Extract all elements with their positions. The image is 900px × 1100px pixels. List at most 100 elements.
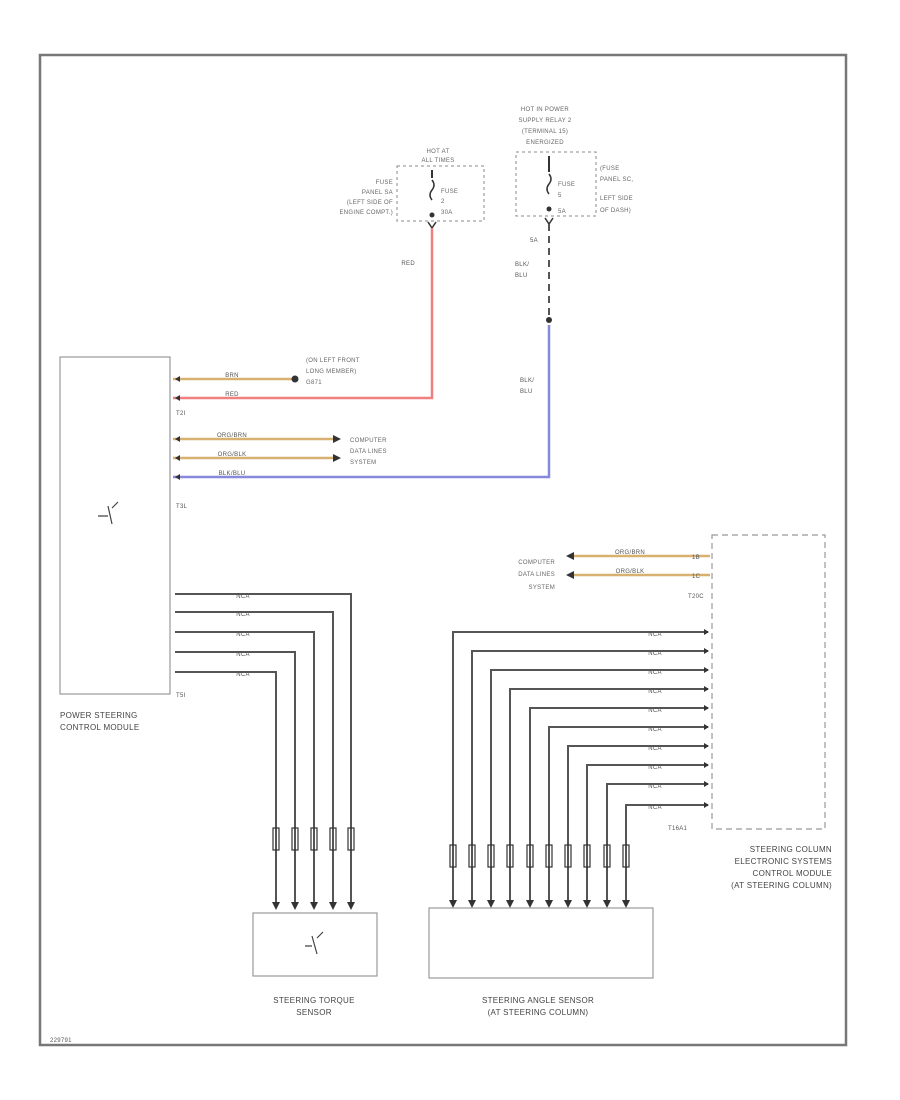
blk-blu-upper-1: 5A (530, 238, 538, 244)
scm-label-1: STEERING COLUMN (750, 845, 832, 854)
torque-sensor-label-1: STEERING TORQUE (273, 996, 355, 1005)
scm-pin-1b: 1B (692, 555, 700, 561)
pscm-label-1: POWER STEERING (60, 711, 138, 720)
fuse-5-label: FUSE (558, 182, 575, 188)
fuse-sc-desc-1: (FUSE (600, 166, 620, 172)
hot-at-label-2: ALL TIMES (421, 158, 454, 164)
blk-blu-upper-3: BLU (515, 273, 528, 279)
scm-wire-6-label: NCA (648, 727, 662, 733)
pscm-data-label-1: COMPUTER (350, 438, 387, 444)
scm-wire-org-brn-label: ORG/BRN (615, 550, 645, 556)
fuse-5-icon (546, 173, 552, 195)
fuse-sc-desc-4: OF DASH) (600, 208, 631, 214)
angle-wire-labels: NCA NCA NCA NCA NCA NCA NCA NCA NCA NCA (648, 632, 662, 811)
angle-arrowheads (449, 900, 630, 908)
fuse-5-amp: 5A (558, 209, 566, 215)
pscm-pin-markers (175, 376, 180, 480)
ground-label-3: G871 (306, 380, 322, 386)
scm-wire-4-label: NCA (648, 689, 662, 695)
pscm-label-2: CONTROL MODULE (60, 723, 139, 732)
wire-org-blk-label: ORG/BLK (218, 452, 247, 458)
scm-pin-1c: 1C (692, 574, 701, 580)
conn-t2i: T2I (176, 411, 186, 417)
wire-brn-label: BRN (225, 373, 239, 379)
angle-sensor-label-1: STEERING ANGLE SENSOR (482, 996, 594, 1005)
splice-point (546, 317, 552, 323)
diagram-id: 229791 (50, 1038, 72, 1044)
fuse-sa-desc-1: FUSE (376, 180, 393, 186)
hot-in-fuse-group: HOT IN POWER SUPPLY RELAY 2 (TERMINAL 15… (515, 107, 633, 226)
scm-wire-3-label: NCA (648, 670, 662, 676)
blk-blu-lower-2: BLU (520, 389, 533, 395)
red-wire-label: RED (401, 261, 415, 267)
pscm-data-label-3: SYSTEM (350, 460, 376, 466)
torque-arrowheads (272, 902, 355, 910)
angle-sensor-label-2: (AT STEERING COLUMN) (488, 1008, 589, 1017)
ground-label-2: LONG MEMBER) (306, 369, 357, 375)
fuse-2-number: 2 (441, 199, 445, 205)
steering-column-electronic-systems-control-module (711, 534, 826, 830)
pscm-data-label-2: DATA LINES (350, 449, 387, 455)
torque-sensor-label-2: SENSOR (296, 1008, 332, 1017)
blk-blu-wire-lower (173, 325, 551, 479)
scm-label-3: CONTROL MODULE (753, 869, 832, 878)
hot-at-fuse-group: HOT AT ALL TIMES FUSE PANEL SA (LEFT SID… (339, 149, 485, 230)
scm-data-label-1: COMPUTER (518, 560, 555, 566)
angle-sensor-harness (452, 631, 708, 903)
hot-in-label-3: (TERMINAL 15) (522, 129, 568, 135)
torque-sensor-symbol-icon (305, 931, 324, 955)
conn-t20c: T20C (688, 594, 704, 600)
fuse-sa-desc-4: ENGINE COMPT.) (339, 210, 393, 216)
torque-connector-markers (272, 827, 355, 851)
scm-label-4: (AT STEERING COLUMN) (731, 881, 832, 890)
scm-wire-1-label: NCA (648, 632, 662, 638)
pscm-symbol-icon (98, 501, 119, 525)
scm-wire-org-blk-label: ORG/BLK (616, 569, 645, 575)
fuse-sc-desc-3: LEFT SIDE (600, 196, 633, 202)
hot-in-label-4: ENERGIZED (526, 140, 564, 146)
fuse-2-icon (429, 179, 435, 201)
wire-org-brn-label: ORG/BRN (217, 433, 247, 439)
scm-pin-markers (704, 629, 709, 808)
torque-sensor-harness (175, 593, 352, 905)
conn-t3l: T3L (176, 504, 188, 510)
fuse-sc-desc-2: PANEL SC, (600, 177, 633, 183)
scm-wire-5-label: NCA (648, 708, 662, 714)
blk-blu-upper-2: BLK/ (515, 262, 529, 268)
fuse-panel-sc-box (515, 151, 597, 217)
angle-connector-markers (449, 844, 630, 868)
conn-t5i: T5I (176, 693, 186, 699)
t5-wire-1-label: NCA (236, 594, 250, 600)
fuse-panel-sa-box (396, 165, 485, 222)
fuse-sa-desc-3: (LEFT SIDE OF (347, 200, 393, 206)
scm-wire-8-label: NCA (648, 765, 662, 771)
wire-red-label-t2: RED (225, 392, 239, 398)
torque-wire-labels: NCA NCA NCA NCA NCA (236, 594, 250, 678)
fuse-2-label: FUSE (441, 189, 458, 195)
scm-wire-7-label: NCA (648, 746, 662, 752)
scm-data-label-3: SYSTEM (529, 585, 555, 591)
t5-wire-4-label: NCA (236, 652, 250, 658)
t5-wire-5-label: NCA (236, 672, 250, 678)
steering-torque-sensor (252, 912, 378, 977)
hot-at-label-1: HOT AT (427, 149, 450, 155)
steering-angle-sensor (428, 907, 654, 979)
ground-label-1: (ON LEFT FRONT (306, 358, 360, 364)
hot-in-label-1: HOT IN POWER (521, 107, 570, 113)
conn-t16a: T16A1 (668, 826, 688, 832)
scm-wire-9-label: NCA (648, 784, 662, 790)
diagram-frame (38, 53, 848, 1047)
t5-wire-3-label: NCA (236, 632, 250, 638)
fuse-5-number: 5 (558, 193, 562, 199)
hot-in-label-2: SUPPLY RELAY 2 (518, 118, 571, 124)
scm-wire-2-label: NCA (648, 651, 662, 657)
fuse-sa-desc-2: PANEL SA (362, 190, 393, 196)
wire-blk-blu-label: BLK/BLU (219, 471, 246, 477)
scm-wire-10-label: NCA (648, 805, 662, 811)
power-steering-control-module (59, 356, 171, 695)
scm-data-label-2: DATA LINES (518, 572, 555, 578)
fuse-2-amp: 30A (441, 210, 453, 216)
blk-blu-lower-1: BLK/ (520, 378, 534, 384)
red-wire (173, 228, 434, 400)
